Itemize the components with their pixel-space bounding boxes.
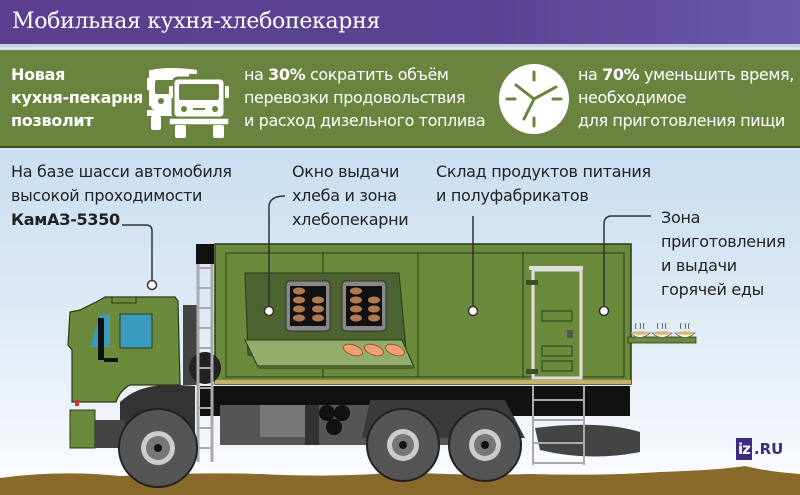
- bakery-window: [244, 272, 415, 369]
- cargo-door: [526, 266, 583, 380]
- ladder: [196, 248, 214, 462]
- clock-icon: [499, 64, 569, 134]
- band-lead-text: Новая кухня-пекарня позволит: [11, 65, 144, 130]
- fact-30-value: 30%: [268, 65, 306, 84]
- wheel-rear-1: [366, 408, 440, 482]
- serving-shelf: [627, 322, 697, 344]
- callout-dot-kitchen: [598, 305, 610, 317]
- fact-30-text: на 30% сократить объём перевозки продово…: [244, 65, 486, 130]
- callout-chassis: На базе шасси автомобиля высокой проходи…: [11, 162, 232, 229]
- callout-dot-bakery: [263, 305, 275, 317]
- trucks-icon: [147, 68, 230, 138]
- callout-kitchen: Зона приготовления и выдачи горячей еды: [661, 208, 786, 299]
- header-bar: Мобильная кухня-хлебопекарня: [0, 0, 800, 47]
- wheel-rear-2: [448, 408, 522, 482]
- benefits-band: [0, 50, 800, 148]
- callout-dot-chassis: [146, 279, 158, 291]
- iz-ru-logo[interactable]: iz .RU: [736, 438, 783, 460]
- callout-storage: Склад продуктов питания и полуфабрикатов: [436, 162, 651, 205]
- callout-bakery: Окно выдачи хлеба и зона хлебопекарни: [292, 162, 409, 229]
- fact-70-text: на 70% уменьшить время, необходимое для …: [578, 65, 794, 130]
- wheel-front: [118, 408, 198, 488]
- logo-iz: iz: [736, 438, 752, 460]
- truck-model: КамАЗ-5350: [11, 210, 120, 229]
- fact-70-value: 70%: [602, 65, 640, 84]
- callout-dot-storage: [467, 305, 479, 317]
- logo-ru: .RU: [753, 440, 784, 458]
- page-title: Мобильная кухня-хлебопекарня: [12, 9, 381, 34]
